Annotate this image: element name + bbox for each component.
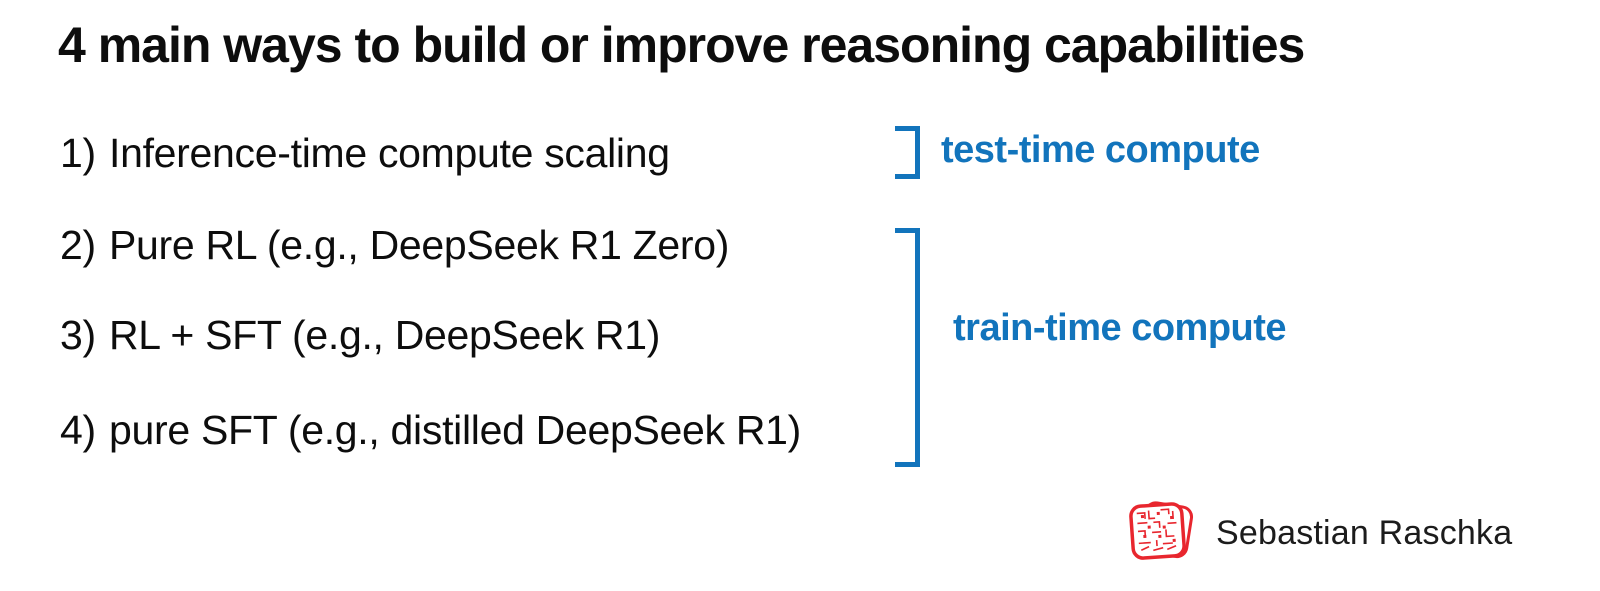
list-item-number: 4) — [60, 407, 96, 453]
list-item-pure-sft: 4) pure SFT (e.g., distilled DeepSeek R1… — [60, 410, 801, 451]
brand-name: Sebastian Raschka — [1216, 513, 1513, 552]
list-item-number: 1) — [60, 130, 96, 176]
list-item-number: 2) — [60, 222, 96, 268]
test-time-bracket — [895, 126, 920, 179]
list-item-text: pure SFT (e.g., distilled DeepSeek R1) — [109, 407, 802, 453]
brand-footer: Sebastian Raschka — [1128, 498, 1512, 568]
circuit-stamp-icon — [1129, 501, 1194, 560]
list-item-pure-rl: 2) Pure RL (e.g., DeepSeek R1 Zero) — [60, 225, 729, 266]
list-item-text: Inference-time compute scaling — [109, 130, 670, 176]
list-item-rl-sft: 3) RL + SFT (e.g., DeepSeek R1) — [60, 315, 660, 356]
train-time-bracket — [895, 228, 920, 467]
list-item-number: 3) — [60, 312, 96, 358]
train-time-compute-label: train-time compute — [953, 307, 1287, 349]
list-item-text: RL + SFT (e.g., DeepSeek R1) — [109, 312, 661, 358]
list-item-text: Pure RL (e.g., DeepSeek R1 Zero) — [109, 222, 730, 268]
test-time-compute-label: test-time compute — [941, 129, 1260, 171]
page-title: 4 main ways to build or improve reasonin… — [58, 17, 1305, 73]
list-item-inference-time: 1) Inference-time compute scaling — [60, 133, 670, 174]
